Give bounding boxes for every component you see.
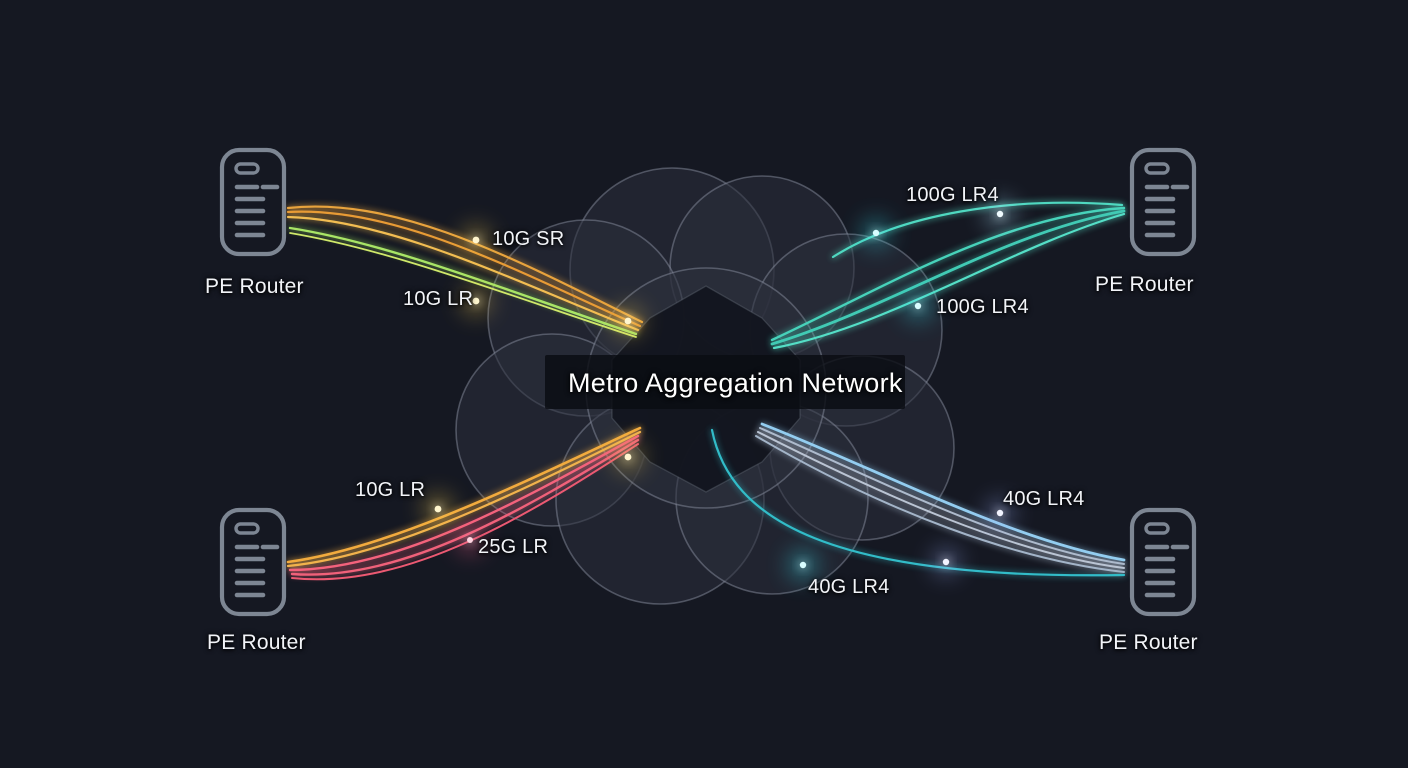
link-group-top-right[interactable] <box>770 201 1126 350</box>
link-group-bottom-left[interactable] <box>286 426 642 581</box>
router-icon[interactable] <box>219 147 287 257</box>
cloud-label-band <box>545 355 905 409</box>
router-icon[interactable] <box>1129 147 1197 257</box>
router-icon[interactable] <box>219 507 287 617</box>
link-group-bottom-right[interactable] <box>710 422 1126 577</box>
router-icon[interactable] <box>1129 507 1197 617</box>
glow-nodes <box>422 198 1016 581</box>
